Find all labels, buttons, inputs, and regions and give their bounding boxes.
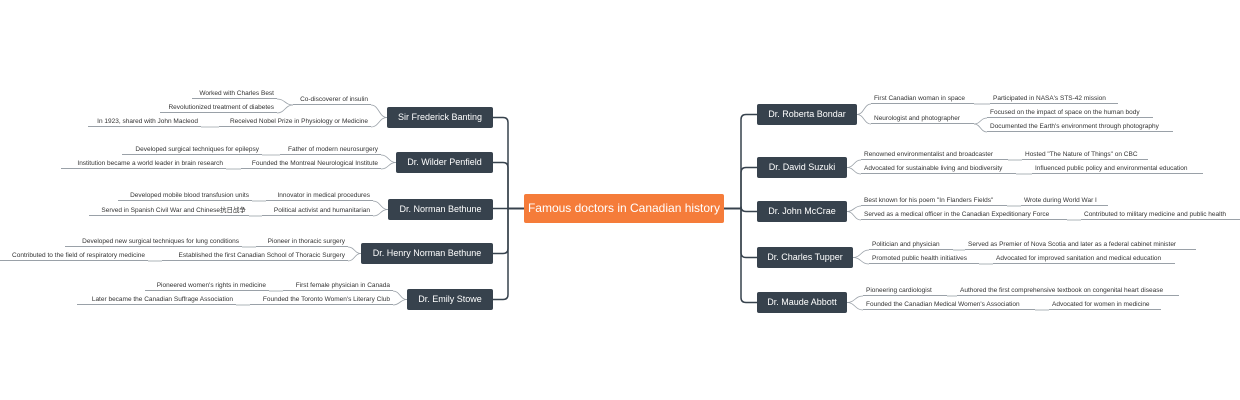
detail-abbott-textbook[interactable]: Authored the first comprehensive textboo… — [957, 286, 1179, 296]
detail-banting-best[interactable]: Worked with Charles Best — [192, 89, 277, 99]
main-topic-henry-bethune[interactable]: Dr. Henry Norman Bethune — [361, 243, 493, 264]
main-topic-mccrae[interactable]: Dr. John McCrae — [757, 201, 847, 222]
detail-banting-1923[interactable]: In 1923, shared with John Macleod — [88, 117, 201, 127]
detail-henry-lung[interactable]: Developed new surgical techniques for lu… — [65, 237, 242, 247]
subtopic-abbott-association[interactable]: Founded the Canadian Medical Women's Ass… — [863, 300, 1035, 310]
detail-bondar-photography[interactable]: Documented the Earth's environment throu… — [987, 122, 1173, 132]
detail-bondar-sts42[interactable]: Participated in NASA's STS-42 mission — [990, 94, 1118, 104]
detail-suzuki-policy[interactable]: Influenced public policy and environment… — [1032, 164, 1203, 174]
subtopic-banting-insulin[interactable]: Co-discoverer of insulin — [293, 95, 371, 105]
subtopic-bondar-space[interactable]: First Canadian woman in space — [871, 94, 974, 104]
subtopic-tupper-public-health[interactable]: Promoted public health initiatives — [869, 254, 979, 264]
detail-tupper-premier[interactable]: Served as Premier of Nova Scotia and lat… — [965, 240, 1196, 250]
detail-henry-respiratory[interactable]: Contributed to the field of respiratory … — [0, 251, 148, 261]
main-topic-bondar[interactable]: Dr. Roberta Bondar — [757, 104, 857, 125]
detail-mccrae-military[interactable]: Contributed to military medicine and pub… — [1081, 210, 1240, 220]
detail-bethune-transfusion[interactable]: Developed mobile blood transfusion units — [118, 191, 252, 201]
subtopic-tupper-politician[interactable]: Politician and physician — [869, 240, 953, 250]
subtopic-penfield-neurosurgery[interactable]: Father of modern neurosurgery — [280, 145, 381, 155]
detail-stowe-suffrage[interactable]: Later became the Canadian Suffrage Assoc… — [77, 295, 236, 305]
detail-mccrae-wwi[interactable]: Wrote during World War I — [1021, 196, 1108, 206]
subtopic-penfield-institute[interactable]: Founded the Montreal Neurological Instit… — [241, 159, 381, 169]
detail-abbott-women[interactable]: Advocated for women in medicine — [1049, 300, 1161, 310]
main-topic-banting[interactable]: Sir Frederick Banting — [387, 107, 493, 128]
subtopic-suzuki-broadcaster[interactable]: Renowned environmentalist and broadcaste… — [861, 150, 1008, 160]
subtopic-mccrae-officer[interactable]: Served as a medical officer in the Canad… — [861, 210, 1067, 220]
main-topic-tupper[interactable]: Dr. Charles Tupper — [757, 247, 853, 268]
detail-tupper-sanitation[interactable]: Advocated for improved sanitation and me… — [993, 254, 1175, 264]
main-topic-penfield[interactable]: Dr. Wilder Penfield — [396, 152, 493, 173]
subtopic-stowe-physician[interactable]: First female physician in Canada — [283, 281, 393, 291]
main-topic-suzuki[interactable]: Dr. David Suzuki — [757, 157, 847, 178]
subtopic-henry-thoracic[interactable]: Pioneer in thoracic surgery — [256, 237, 348, 247]
detail-penfield-brain[interactable]: Institution became a world leader in bra… — [61, 159, 226, 169]
detail-stowe-rights[interactable]: Pioneered women's rights in medicine — [145, 281, 269, 291]
subtopic-banting-nobel[interactable]: Received Nobel Prize in Physiology or Me… — [219, 117, 371, 127]
subtopic-bethune-activist[interactable]: Political activist and humanitarian — [262, 206, 373, 216]
central-topic[interactable]: Famous doctors in Canadian history — [524, 194, 724, 223]
main-topic-norman-bethune[interactable]: Dr. Norman Bethune — [388, 199, 493, 220]
subtopic-bethune-innovator[interactable]: Innovator in medical procedures — [266, 191, 373, 201]
detail-suzuki-cbc[interactable]: Hosted "The Nature of Things" on CBC — [1022, 150, 1148, 160]
subtopic-bondar-neurologist[interactable]: Neurologist and photographer — [871, 114, 974, 124]
detail-penfield-epilepsy[interactable]: Developed surgical techniques for epilep… — [122, 145, 262, 155]
main-topic-abbott[interactable]: Dr. Maude Abbott — [757, 292, 847, 313]
detail-bethune-wars[interactable]: Served in Spanish Civil War and Chinese抗… — [89, 206, 249, 216]
subtopic-henry-school[interactable]: Established the first Canadian School of… — [162, 251, 348, 261]
detail-bondar-impact[interactable]: Focused on the impact of space on the hu… — [987, 108, 1153, 118]
main-topic-stowe[interactable]: Dr. Emily Stowe — [407, 289, 493, 310]
subtopic-suzuki-biodiversity[interactable]: Advocated for sustainable living and bio… — [861, 164, 1016, 174]
subtopic-mccrae-poem[interactable]: Best known for his poem "In Flanders Fie… — [861, 196, 1007, 206]
subtopic-abbott-cardiologist[interactable]: Pioneering cardiologist — [863, 286, 947, 296]
detail-banting-diabetes[interactable]: Revolutionized treatment of diabetes — [160, 103, 277, 113]
subtopic-stowe-club[interactable]: Founded the Toronto Women's Literary Clu… — [250, 295, 393, 305]
